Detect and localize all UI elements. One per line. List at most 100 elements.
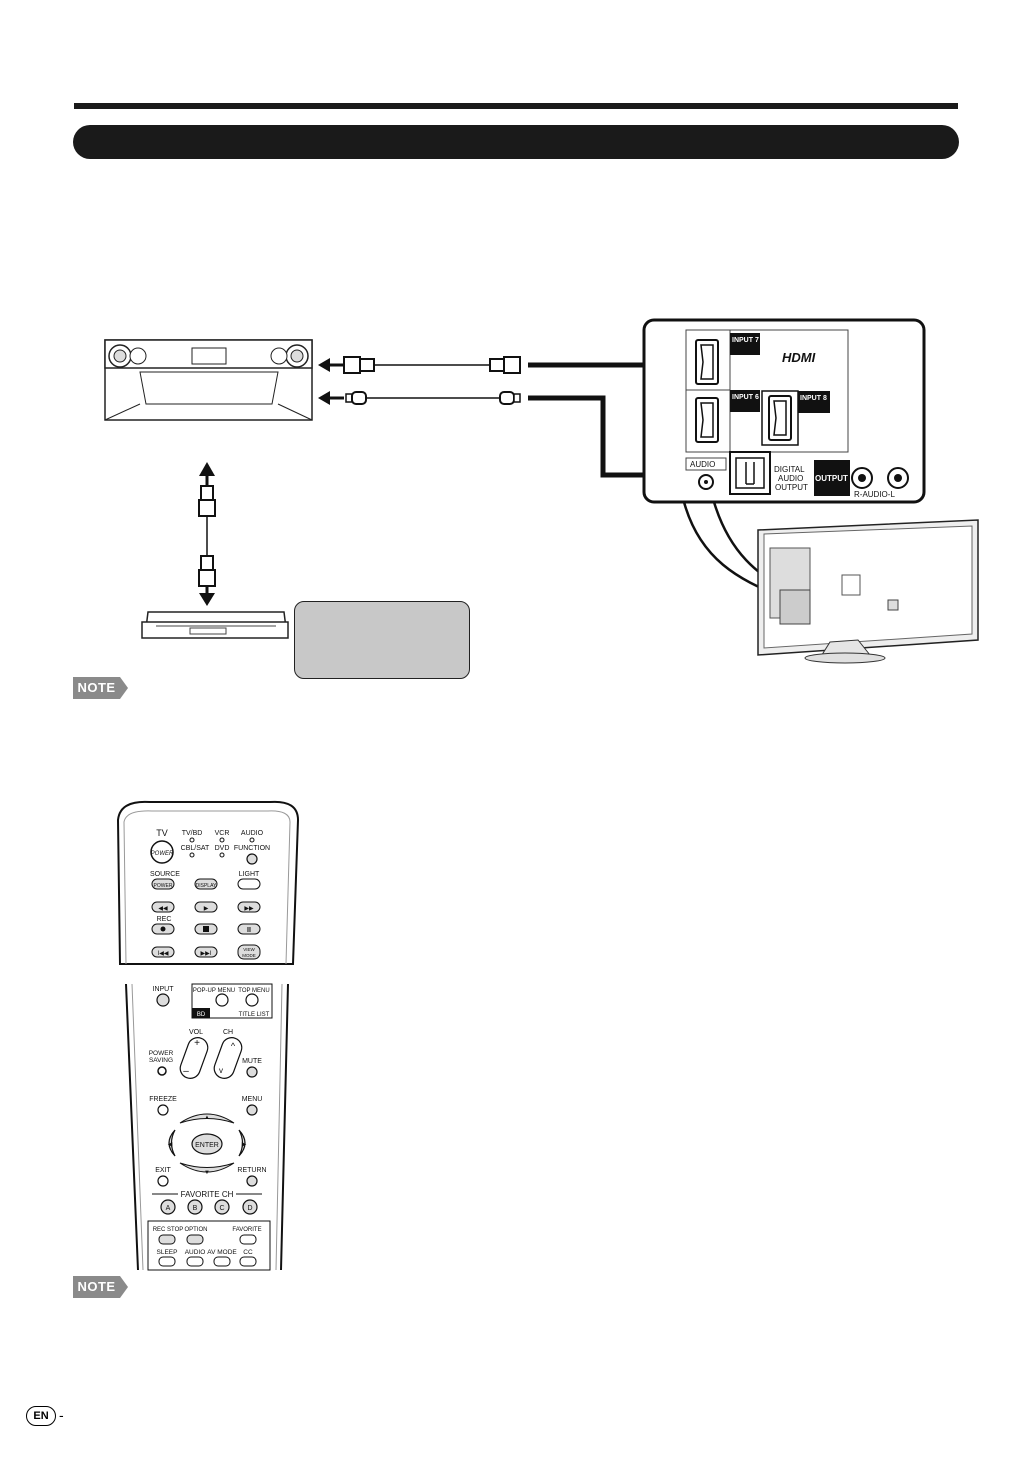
sleep-button[interactable] <box>158 1256 176 1267</box>
digital-audio-label-1: DIGITAL <box>774 465 805 474</box>
cc-label: CC <box>243 1249 253 1256</box>
av-mode-button[interactable] <box>213 1256 231 1267</box>
popup-menu-label: POP-UP MENU <box>193 988 235 994</box>
av-receiver-illustration <box>104 339 313 421</box>
top-menu-button[interactable] <box>245 993 259 1007</box>
ch-label: CH <box>223 1029 233 1036</box>
favorite-c-button[interactable] <box>214 1199 230 1215</box>
svg-text:◀: ◀ <box>168 1142 173 1148</box>
enter-button[interactable] <box>191 1133 223 1155</box>
audio-bottom-label: AUDIO <box>185 1249 206 1256</box>
favorite-d-label: D <box>247 1205 252 1212</box>
note-badge: NOTE <box>73 677 128 699</box>
r-audio-l-label: R-AUDIO-L <box>854 490 895 499</box>
favorite-a-label: A <box>166 1205 171 1212</box>
favorite-label: FAVORITE <box>232 1227 261 1233</box>
title-list-label: TITLE LIST <box>239 1012 270 1018</box>
skip-forward-button[interactable] <box>194 946 218 958</box>
bd-label: BD <box>197 1012 206 1018</box>
svg-text:+: + <box>194 1038 200 1049</box>
view-mode-label-1: VIEW <box>243 947 255 952</box>
light-label: LIGHT <box>239 871 260 878</box>
exit-button[interactable] <box>157 1175 169 1187</box>
pause-button[interactable] <box>237 923 261 935</box>
source-power-label: POWER <box>154 883 173 889</box>
cbl-sat-label: CBL/SAT <box>181 845 210 852</box>
player-illustration <box>141 611 289 639</box>
rec-label: REC <box>157 916 172 923</box>
popup-menu-button[interactable] <box>215 993 229 1007</box>
output-label: OUTPUT <box>815 474 848 483</box>
menu-button[interactable] <box>246 1104 258 1116</box>
av-mode-label: AV MODE <box>207 1249 237 1256</box>
function-button[interactable] <box>246 853 258 865</box>
section-title-bar <box>73 125 959 159</box>
tv-back-illustration <box>757 519 979 664</box>
power-label: POWER <box>151 851 174 857</box>
return-button[interactable] <box>246 1175 258 1187</box>
display-label: DISPLAY <box>196 883 217 889</box>
light-button[interactable] <box>237 878 261 890</box>
page-number-dash: - <box>59 1407 64 1423</box>
sleep-label: SLEEP <box>157 1249 178 1256</box>
input-label: INPUT <box>153 986 175 993</box>
left-arrow-button[interactable] <box>168 1129 176 1157</box>
up-arrow-button[interactable] <box>179 1113 235 1124</box>
svg-text:▶▶I: ▶▶I <box>201 951 212 957</box>
skip-back-button[interactable] <box>151 946 175 958</box>
dvd-label: DVD <box>215 845 230 852</box>
svg-text:v: v <box>219 1066 223 1075</box>
language-badge: EN <box>26 1406 56 1426</box>
favorite-d-button[interactable] <box>242 1199 258 1215</box>
mute-button[interactable] <box>246 1066 258 1078</box>
enter-label: ENTER <box>195 1142 219 1149</box>
option-button[interactable] <box>186 1234 204 1245</box>
favorite-b-button[interactable] <box>187 1199 203 1215</box>
vol-label: VOL <box>189 1029 203 1036</box>
right-arrow-button[interactable] <box>238 1129 246 1157</box>
top-rule <box>74 103 958 109</box>
favorite-a-button[interactable] <box>160 1199 176 1215</box>
input-button[interactable] <box>156 993 170 1007</box>
svg-text:▼: ▼ <box>204 1170 210 1176</box>
power-saving-label-2: SAVING <box>149 1057 173 1064</box>
down-arrow-button[interactable] <box>179 1162 235 1173</box>
svg-text:^: ^ <box>231 1041 236 1051</box>
freeze-button[interactable] <box>157 1104 169 1116</box>
favorite-b-label: B <box>193 1205 198 1212</box>
terminal-panel: INPUT 7 INPUT 6 HDMI INPUT 8 AUDIO DIGIT… <box>642 318 926 504</box>
hdmi-logo: HDMI <box>782 350 816 365</box>
volume-rocker[interactable] <box>177 1035 210 1081</box>
remote-control: TV POWER TV/BD VCR AUDIO CBL/SAT DVD FUN… <box>116 800 300 1271</box>
fast-forward-button[interactable] <box>237 901 261 913</box>
rec-stop-label: REC STOP <box>153 1227 184 1233</box>
channel-rocker[interactable] <box>211 1035 244 1081</box>
favorite-button[interactable] <box>239 1234 257 1245</box>
power-saving-button[interactable] <box>157 1066 167 1076</box>
mute-label: MUTE <box>242 1058 262 1065</box>
view-mode-button[interactable] <box>237 944 261 960</box>
option-label: OPTION <box>184 1227 207 1233</box>
view-mode-label-2: MODE <box>242 953 256 958</box>
exit-label: EXIT <box>155 1167 171 1174</box>
tv-label: TV <box>156 828 168 838</box>
rec-stop-button[interactable] <box>158 1234 176 1245</box>
hdmi-cable-player <box>198 462 216 606</box>
cc-button[interactable] <box>239 1256 257 1267</box>
display-button[interactable] <box>194 878 218 890</box>
rewind-button[interactable] <box>151 901 175 913</box>
source-label: SOURCE <box>150 871 180 878</box>
svg-text:–: – <box>183 1066 189 1077</box>
hdmi-cable-receiver <box>318 355 698 375</box>
svg-text:▲: ▲ <box>204 1115 210 1121</box>
top-menu-label: TOP MENU <box>238 988 269 994</box>
source-power-button[interactable] <box>151 878 175 890</box>
play-button[interactable] <box>194 901 218 913</box>
audio-top-label: AUDIO <box>241 830 264 837</box>
power-button[interactable] <box>150 840 174 864</box>
svg-text:▶▶: ▶▶ <box>244 906 254 912</box>
svg-text:▶: ▶ <box>242 1142 247 1148</box>
freeze-label: FREEZE <box>149 1096 177 1103</box>
audio-button[interactable] <box>186 1256 204 1267</box>
input8-label: INPUT 8 <box>800 395 827 402</box>
